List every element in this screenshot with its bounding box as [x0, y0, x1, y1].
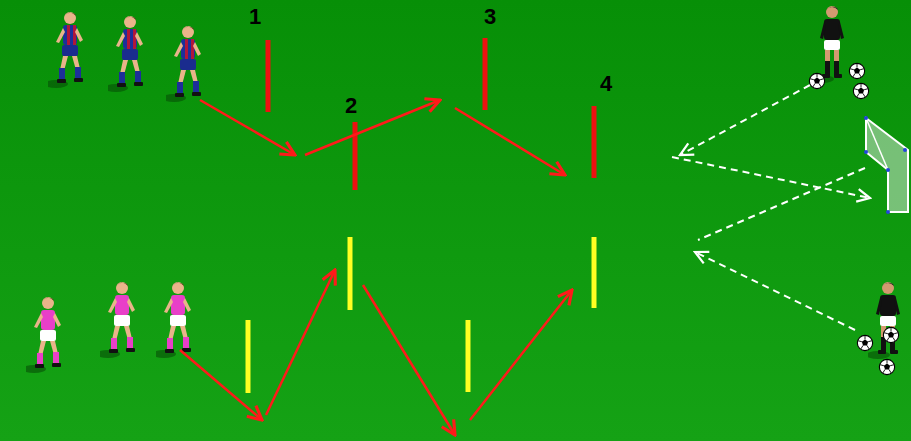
player-blue — [162, 26, 201, 102]
run-arrow — [266, 270, 335, 415]
ball — [849, 63, 864, 78]
player-pink — [152, 282, 191, 358]
pole — [592, 106, 597, 178]
ball — [857, 335, 872, 350]
run-arrow — [200, 100, 295, 155]
callout-number: 1 — [249, 6, 261, 28]
ball — [853, 83, 868, 98]
run-arrow — [180, 350, 262, 420]
pole — [266, 40, 271, 112]
goal-point — [886, 210, 890, 214]
goal-point — [864, 116, 868, 120]
player-pink — [22, 297, 61, 373]
callout-number: 2 — [345, 95, 357, 117]
goal-net — [866, 118, 908, 212]
callout-number: 4 — [600, 73, 612, 95]
goal-point — [886, 168, 890, 172]
pass-line — [698, 168, 865, 240]
run-arrow — [305, 100, 440, 155]
pass-line — [672, 157, 870, 198]
player-blue — [104, 16, 143, 92]
run-arrows — [180, 100, 572, 435]
player-blue — [44, 12, 83, 88]
goal-point — [864, 150, 868, 154]
red-poles — [268, 38, 594, 190]
goal-post — [866, 118, 888, 170]
pole — [353, 122, 358, 190]
pole — [348, 237, 353, 310]
pass-lines — [672, 85, 870, 330]
yellow-poles — [248, 237, 594, 393]
ball — [883, 327, 898, 342]
ball — [809, 73, 824, 88]
run-arrow — [455, 108, 565, 175]
pole — [246, 320, 251, 393]
pass-line — [695, 252, 855, 330]
goal — [864, 116, 908, 214]
pole — [592, 237, 597, 308]
goal-point — [903, 148, 907, 152]
pass-line — [680, 85, 810, 155]
goal-post — [887, 170, 889, 212]
coach — [810, 6, 844, 83]
ball — [879, 359, 894, 374]
run-arrow — [363, 285, 455, 435]
run-arrow — [470, 290, 572, 420]
callout-number: 3 — [484, 6, 496, 28]
pole — [466, 320, 471, 392]
player-pink — [96, 282, 135, 358]
pole — [483, 38, 488, 110]
